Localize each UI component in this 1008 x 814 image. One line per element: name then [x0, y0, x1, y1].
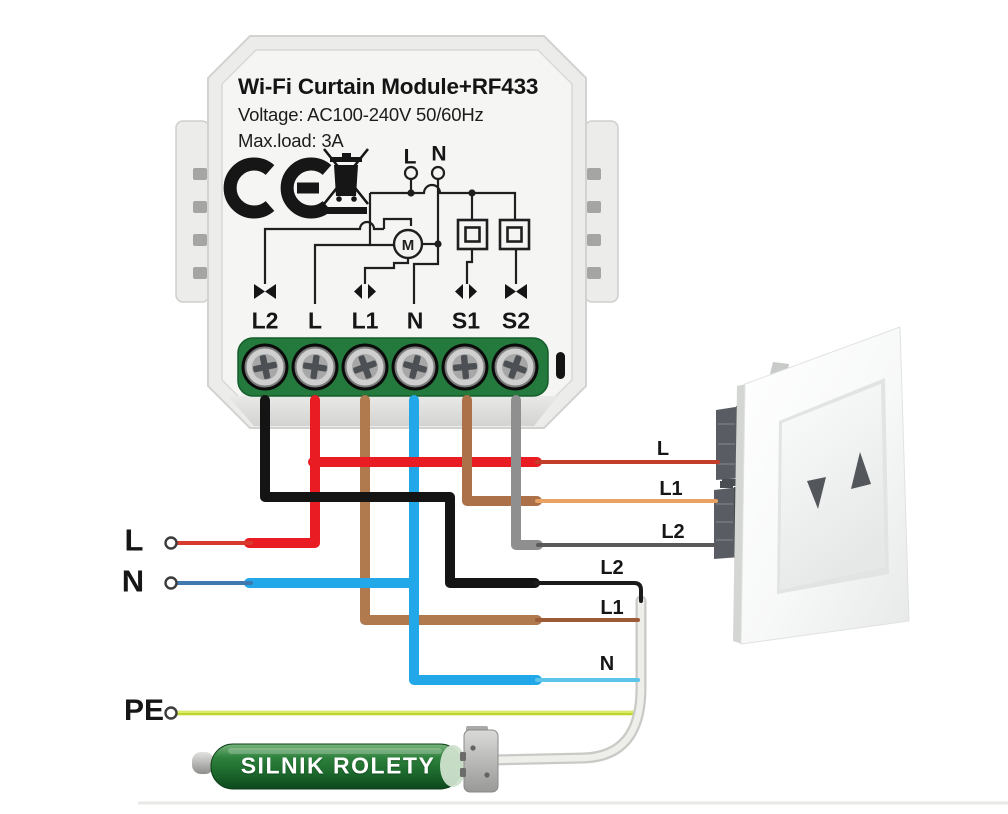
terminal-label-s1: S1 [451, 307, 481, 334]
earth-wire [177, 710, 636, 716]
wire-l-input-red [244, 395, 320, 548]
switch-wire-label-l2: L2 [661, 521, 685, 543]
open-arrows-icon [455, 284, 477, 299]
wire-l1-brown [360, 395, 542, 625]
terminal-label-s2: S2 [501, 307, 531, 334]
l-input-terminal-icon [164, 536, 178, 550]
switch-wire-label-l: L [656, 438, 670, 460]
supply-line-label: L [124, 522, 144, 558]
motor-cable [486, 595, 647, 766]
terminal-label-l2: L2 [251, 307, 279, 334]
motor-shaft-nub [192, 752, 214, 774]
module-bottom-edge [228, 396, 558, 426]
schematic-button-s2 [498, 218, 531, 251]
terminal-block [237, 337, 565, 397]
switch-up-arrow-icon[interactable] [851, 452, 871, 489]
n-input-terminal-icon [164, 576, 178, 590]
close-arrows-icon [254, 284, 276, 299]
switch-rocker[interactable] [780, 384, 885, 590]
motor-wire-label-l2: L2 [600, 557, 624, 579]
supply-earth-label: PE [123, 694, 165, 727]
close-arrows-icon [505, 284, 527, 299]
module-title: Wi-Fi Curtain Module+RF433 [238, 74, 539, 99]
wire-l2-black [260, 395, 540, 588]
motor-wire-label-n: N [599, 653, 615, 675]
roller-shutter-motor [192, 726, 499, 793]
motor-symbol-icon [392, 228, 424, 260]
schematic-l-label: L [403, 145, 417, 169]
ce-mark-icon [223, 157, 332, 219]
motor-head [460, 726, 499, 793]
module-left-clip-icon [175, 120, 210, 303]
curtain-wall-switch [714, 326, 910, 645]
terminal-direction-icons [254, 284, 527, 299]
schematic-n-label: N [431, 142, 447, 166]
switch-down-arrow-icon[interactable] [807, 477, 826, 509]
supply-neutral-label: N [121, 563, 145, 599]
module-schematic: M [263, 165, 531, 304]
terminal-label-l: L [307, 307, 323, 334]
weee-bin-icon [322, 148, 370, 214]
motor-wire-label-l1: L1 [600, 597, 624, 619]
module-max-load: Max.load: 3A [238, 130, 344, 151]
switch-wire-label-l1: L1 [659, 478, 683, 500]
terminal-screws[interactable] [244, 346, 536, 388]
open-arrows-icon [354, 284, 376, 299]
schematic-button-s1 [456, 218, 489, 251]
terminal-label-l1: L1 [351, 307, 379, 334]
curtain-module: M [175, 35, 619, 429]
lead-motor-l2 [533, 581, 643, 603]
motor-label: SILNIK ROLETY [240, 752, 436, 779]
terminal-label-n: N [406, 307, 424, 334]
motor-symbol-letter: M [402, 237, 415, 254]
module-voltage: Voltage: AC100-240V 50/60Hz [238, 104, 484, 125]
schematic-n-terminal-icon [430, 165, 446, 181]
wire-s2-gray [511, 395, 543, 550]
reset-slot-icon [556, 352, 565, 379]
pe-input-terminal-icon [164, 706, 178, 720]
module-right-clip-icon [584, 120, 619, 303]
schematic-l-terminal-icon [403, 165, 419, 181]
